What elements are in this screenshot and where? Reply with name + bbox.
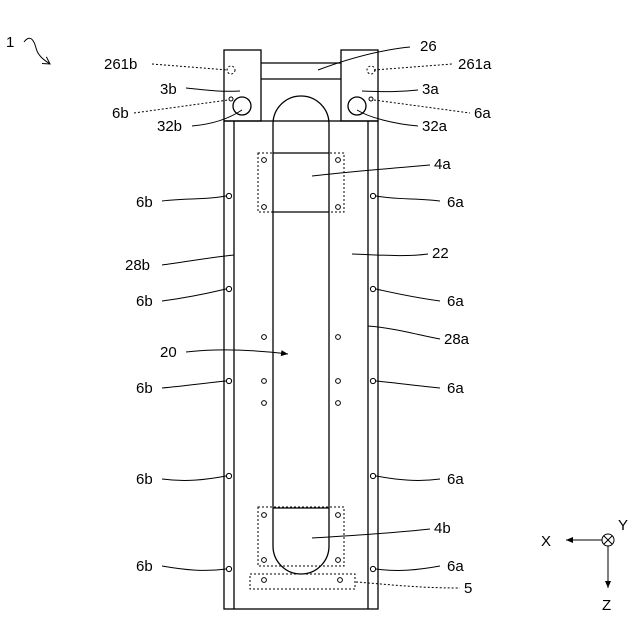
label-6b-5: 6b — [136, 558, 153, 575]
label-3b: 3b — [160, 81, 177, 98]
label-4b: 4b — [434, 520, 451, 537]
label-28a: 28a — [444, 331, 470, 348]
x-axis-label: X — [541, 533, 551, 550]
z-axis-label: Z — [602, 597, 611, 614]
label-261a: 261a — [458, 56, 492, 73]
label-28b: 28b — [125, 257, 150, 274]
label-6a-5: 6a — [447, 558, 464, 575]
pulley-32b — [233, 97, 251, 115]
label-22: 22 — [432, 245, 449, 262]
label-6b-top: 6b — [112, 105, 129, 122]
label-3a: 3a — [422, 81, 439, 98]
label-4a: 4a — [434, 156, 451, 173]
label-32a: 32a — [422, 118, 448, 135]
bracket-3b — [224, 50, 261, 121]
label-6a-3: 6a — [447, 380, 464, 397]
y-axis-label: Y — [618, 517, 628, 534]
label-6b-3: 6b — [136, 380, 153, 397]
track-20 — [273, 96, 329, 574]
label-6a-1: 6a — [447, 194, 464, 211]
carriage-4a-outline — [258, 153, 344, 212]
label-6a-4: 6a — [447, 471, 464, 488]
axis-indicator: X Y Z — [541, 517, 628, 614]
hole-261a — [367, 66, 375, 74]
label-6b-2: 6b — [136, 293, 153, 310]
label-6b-1: 6b — [136, 194, 153, 211]
label-6b-4: 6b — [136, 471, 153, 488]
label-6a-top: 6a — [474, 105, 491, 122]
hole-261b — [227, 66, 235, 74]
main-frame — [224, 121, 378, 609]
mounting-holes — [226, 97, 375, 582]
label-26: 26 — [420, 38, 437, 55]
ref-numeral-arrow — [24, 38, 50, 64]
label-5: 5 — [464, 580, 472, 597]
label-261b: 261b — [104, 56, 137, 73]
label-6a-2: 6a — [447, 293, 464, 310]
ref-numeral-1: 1 — [6, 34, 14, 51]
label-20: 20 — [160, 344, 177, 361]
pulley-32a — [348, 97, 366, 115]
label-32b: 32b — [157, 118, 182, 135]
